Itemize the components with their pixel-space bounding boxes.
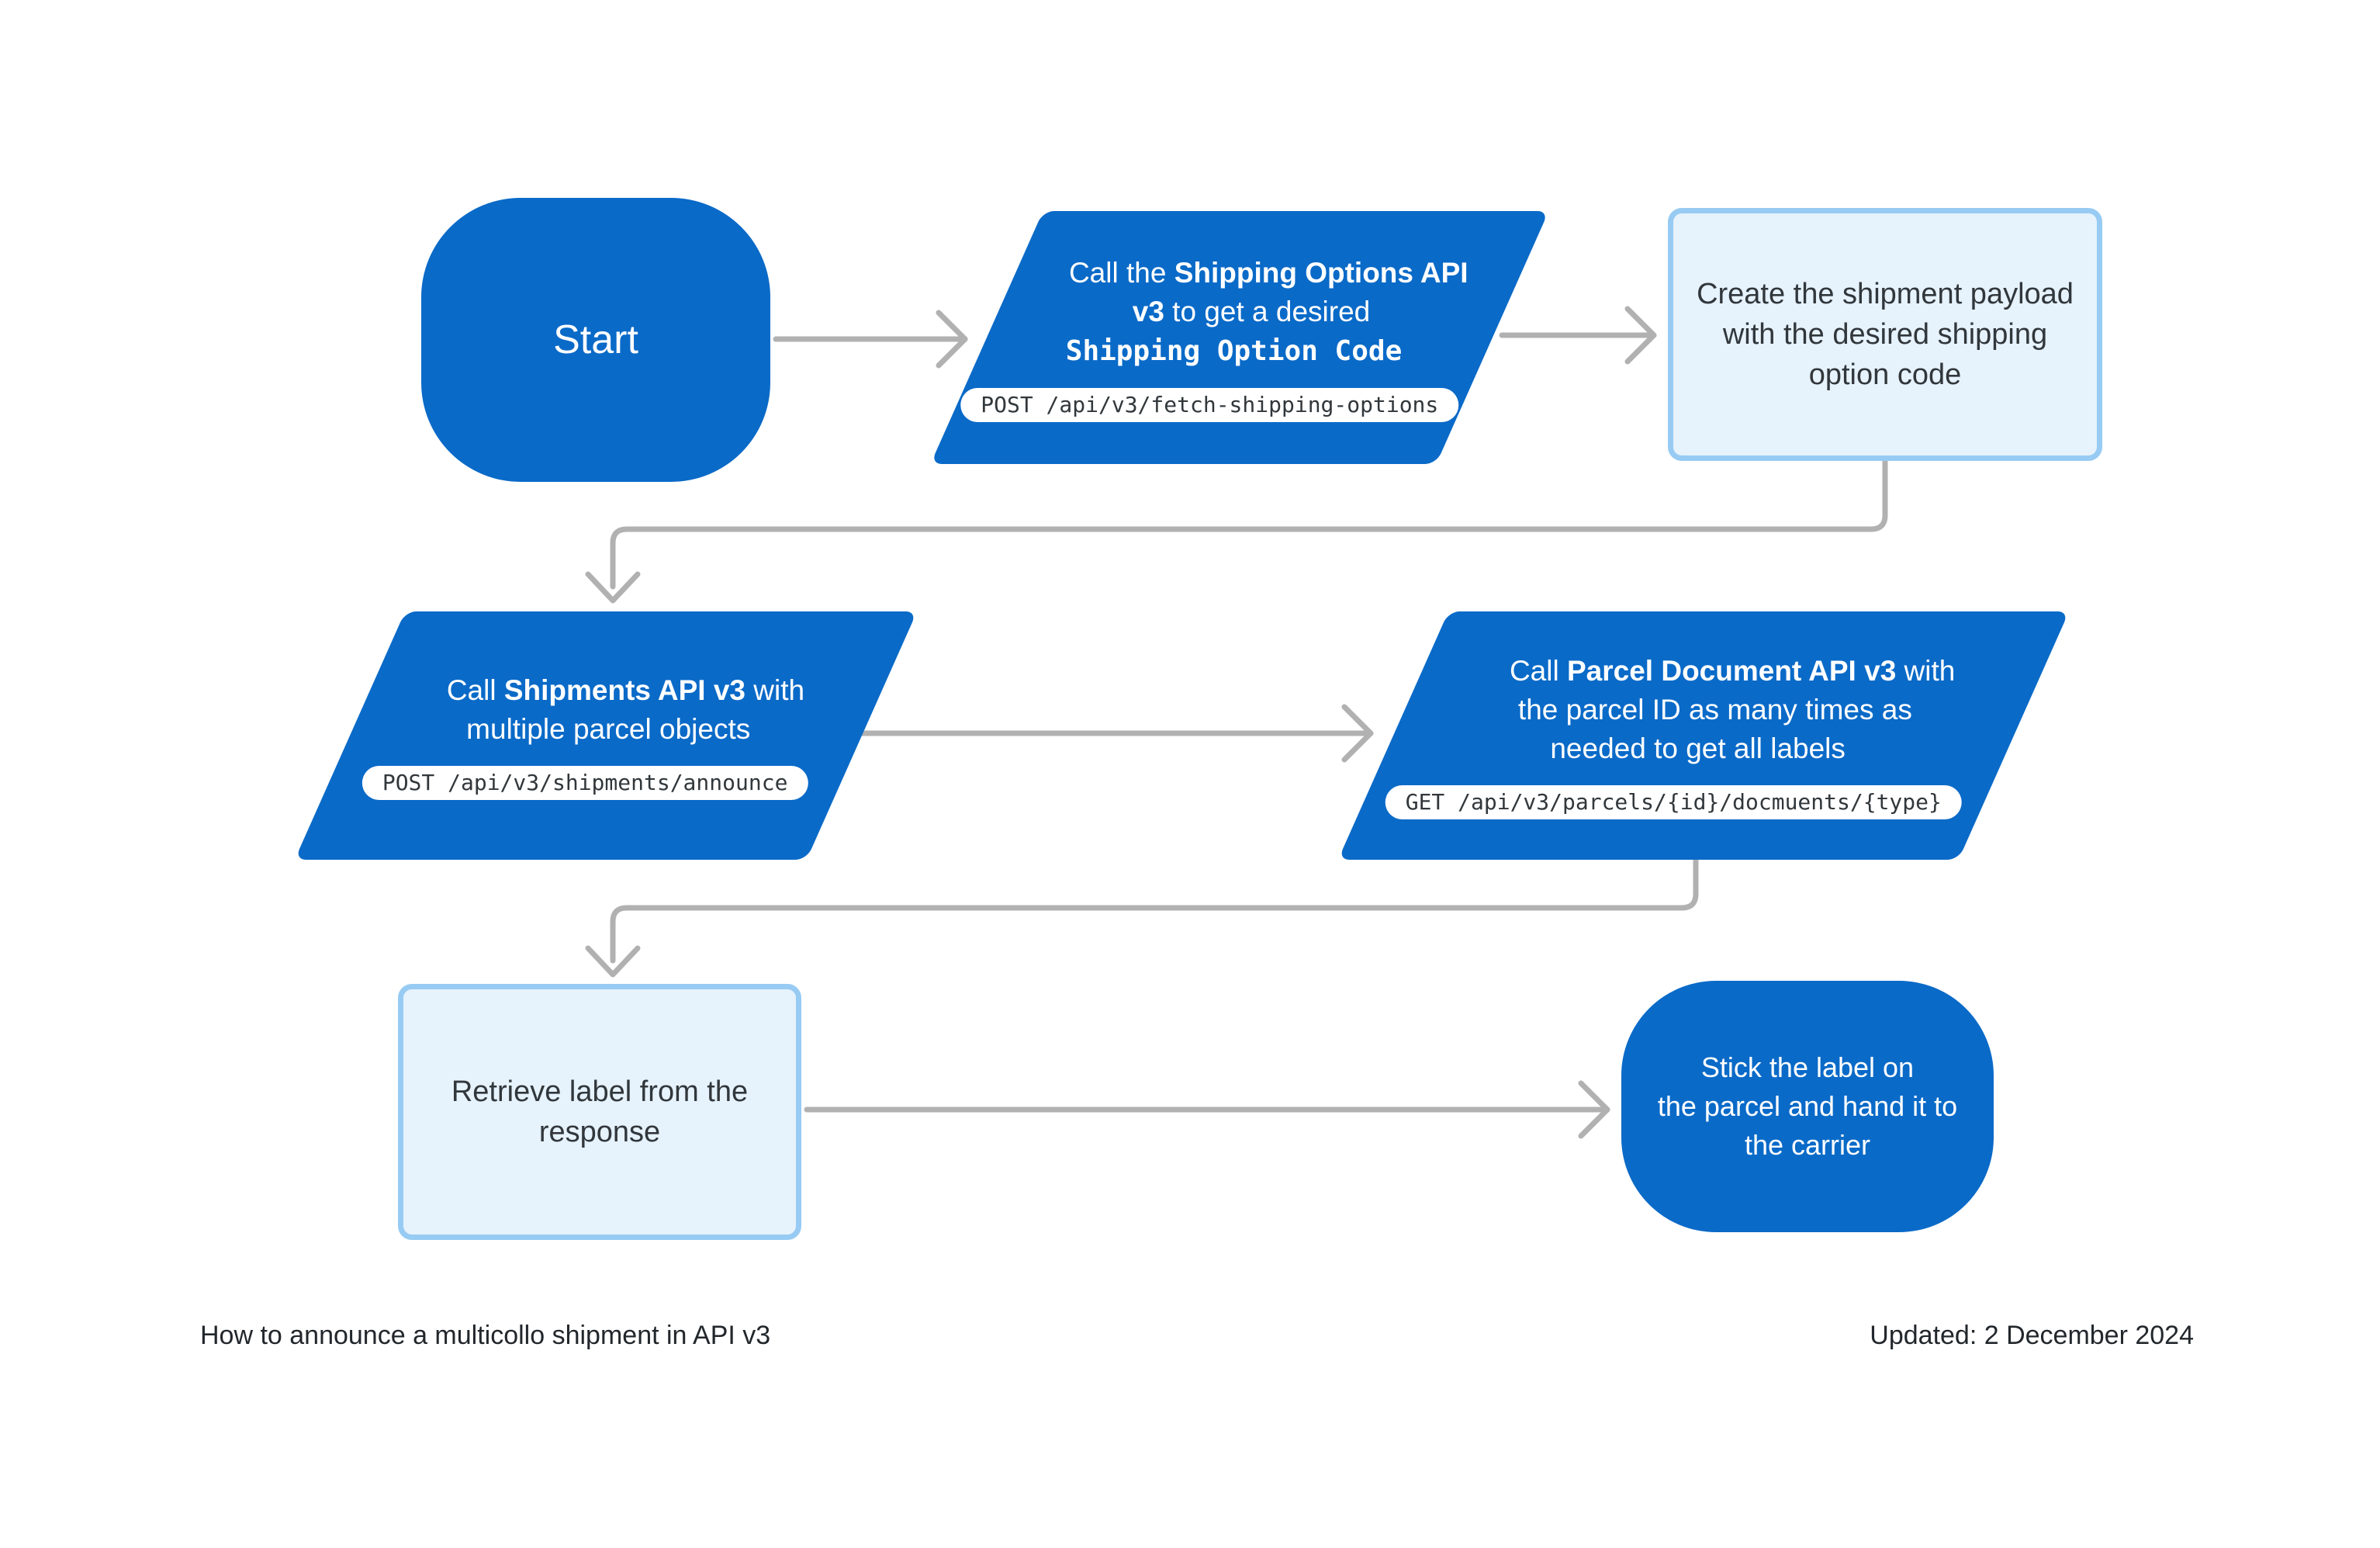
arrowhead-retrieve-label-to-stick-label — [1578, 1080, 1610, 1139]
parcel-document-endpoint-badge: GET /api/v3/parcels/{id}/docmuents/{type… — [1385, 785, 1963, 819]
diagram-title: How to announce a multicollo shipment in… — [200, 1321, 771, 1350]
shipments-endpoint-badge: POST /api/v3/shipments/announce — [361, 766, 808, 800]
arrowhead-create-payload-to-shipments — [585, 571, 641, 604]
start-node-label: Start — [553, 317, 638, 362]
arrowhead-shipping-options-to-create-payload — [1624, 306, 1657, 365]
start-node: Start — [421, 198, 770, 482]
stick-label-text: Stick the label on the parcel and hand i… — [1657, 1051, 1958, 1161]
updated-date: Updated: 2 December 2024 — [1870, 1321, 2194, 1350]
retrieve-label-text: Retrieve label from the response — [451, 1075, 749, 1148]
elbow-parcel-document-to-retrieve-label — [610, 857, 1699, 964]
arrowhead-shipments-to-parcel-document — [1341, 704, 1374, 763]
shipping-options-endpoint-badge: POST /api/v3/fetch-shipping-options — [960, 387, 1459, 422]
create-payload-text: Create the shipment payload with the des… — [1697, 278, 2074, 391]
create-payload-step: Create the shipment payload with the des… — [1668, 208, 2102, 461]
arrowhead-parcel-document-to-retrieve-label — [585, 945, 641, 978]
elbow-create-payload-to-shipments — [610, 458, 1888, 590]
retrieve-label-step: Retrieve label from the response — [398, 984, 801, 1240]
stick-label-end-node: Stick the label on the parcel and hand i… — [1621, 981, 1994, 1232]
arrowhead-start-to-shipping-options — [936, 310, 968, 369]
